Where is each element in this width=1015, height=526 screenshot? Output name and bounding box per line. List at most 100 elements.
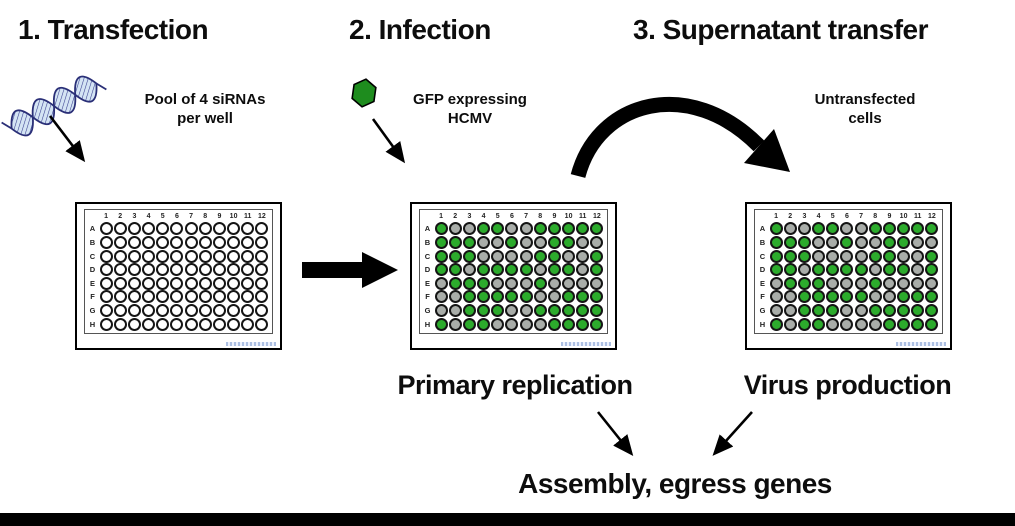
dna-icon [1, 66, 107, 146]
well-green [462, 249, 476, 263]
well-green [434, 222, 448, 236]
primary-to-assembly-arrow-icon [590, 408, 645, 463]
well-green [812, 263, 826, 277]
sirna-annotation-line1: Pool of 4 siRNAs [144, 91, 266, 108]
well-green [491, 290, 505, 304]
well-green [590, 249, 604, 263]
well-gray [477, 235, 491, 249]
well-gray [562, 249, 576, 263]
well-green [519, 290, 533, 304]
well-empty [255, 317, 269, 331]
plate-row-label: C [759, 251, 766, 261]
well-empty [170, 304, 184, 318]
plate-col-label: 8 [873, 213, 878, 220]
well-green [434, 317, 448, 331]
well-green [783, 235, 797, 249]
well-green [783, 263, 797, 277]
plate-col-label: 6 [509, 213, 514, 220]
well-green [434, 249, 448, 263]
well-gray [462, 222, 476, 236]
well-gray [925, 276, 939, 290]
untransfected-annotation-line1: Untransfected [814, 91, 916, 108]
well-green [477, 304, 491, 318]
plate-col-label: 2 [453, 213, 458, 220]
well-green [769, 317, 783, 331]
well-green [590, 317, 604, 331]
well-green [812, 304, 826, 318]
well-empty [170, 290, 184, 304]
well-green [925, 222, 939, 236]
well-green [533, 249, 547, 263]
well-green [462, 276, 476, 290]
well-gray [797, 263, 811, 277]
well-empty [113, 235, 127, 249]
well-empty [127, 263, 141, 277]
gfp-hcmv-annotation-line1: GFP expressing [413, 91, 527, 108]
well-gray [491, 235, 505, 249]
plate-col-label: 7 [524, 213, 529, 220]
plate-col-label: 2 [118, 213, 123, 220]
well-green [769, 249, 783, 263]
well-empty [99, 290, 113, 304]
plate-col-label: 7 [189, 213, 194, 220]
well-gray [826, 317, 840, 331]
well-gray [491, 249, 505, 263]
well-green [505, 263, 519, 277]
plate-row-label: E [424, 278, 430, 288]
well-green [925, 304, 939, 318]
well-empty [212, 290, 226, 304]
well-empty [142, 290, 156, 304]
plate-row-label: D [89, 265, 96, 275]
well-empty [227, 276, 241, 290]
well-gray [590, 235, 604, 249]
well-gray [840, 304, 854, 318]
plate-col-label: 1 [104, 213, 109, 220]
well-green [840, 263, 854, 277]
plate-col-label: 3 [132, 213, 137, 220]
well-gray [840, 317, 854, 331]
well-empty [198, 290, 212, 304]
well-empty [127, 222, 141, 236]
well-gray [897, 249, 911, 263]
well-gray [783, 290, 797, 304]
virus-to-assembly-arrow-icon [698, 410, 758, 462]
well-empty [212, 263, 226, 277]
well-empty [156, 263, 170, 277]
well-green [882, 222, 896, 236]
well-gray [783, 304, 797, 318]
well-empty [227, 317, 241, 331]
well-green [840, 290, 854, 304]
plate-col-label: 6 [174, 213, 179, 220]
well-green [826, 263, 840, 277]
well-empty [99, 317, 113, 331]
well-empty [241, 222, 255, 236]
well-gray [533, 235, 547, 249]
well-gray [854, 249, 868, 263]
well-gray [854, 276, 868, 290]
well-empty [113, 290, 127, 304]
well-gray [590, 276, 604, 290]
plate-row-label: G [424, 306, 431, 316]
well-green [797, 304, 811, 318]
gfp-hcmv-annotation-line2: HCMV [447, 110, 493, 128]
well-empty [127, 235, 141, 249]
plate-col-label: 4 [481, 213, 486, 220]
well-green [590, 222, 604, 236]
transfection-arrow-icon [44, 112, 96, 168]
well-green [797, 290, 811, 304]
bottom-bar [0, 513, 1015, 526]
well-green [882, 304, 896, 318]
well-green [897, 290, 911, 304]
plate-col-label: 11 [579, 213, 587, 220]
well-empty [212, 222, 226, 236]
plate-col-label: 6 [844, 213, 849, 220]
well-empty [127, 317, 141, 331]
plate-row-label: B [759, 237, 766, 247]
well-gray [840, 276, 854, 290]
well-empty [113, 222, 127, 236]
well-green [812, 276, 826, 290]
plate-col-label: 4 [816, 213, 821, 220]
well-gray [769, 290, 783, 304]
